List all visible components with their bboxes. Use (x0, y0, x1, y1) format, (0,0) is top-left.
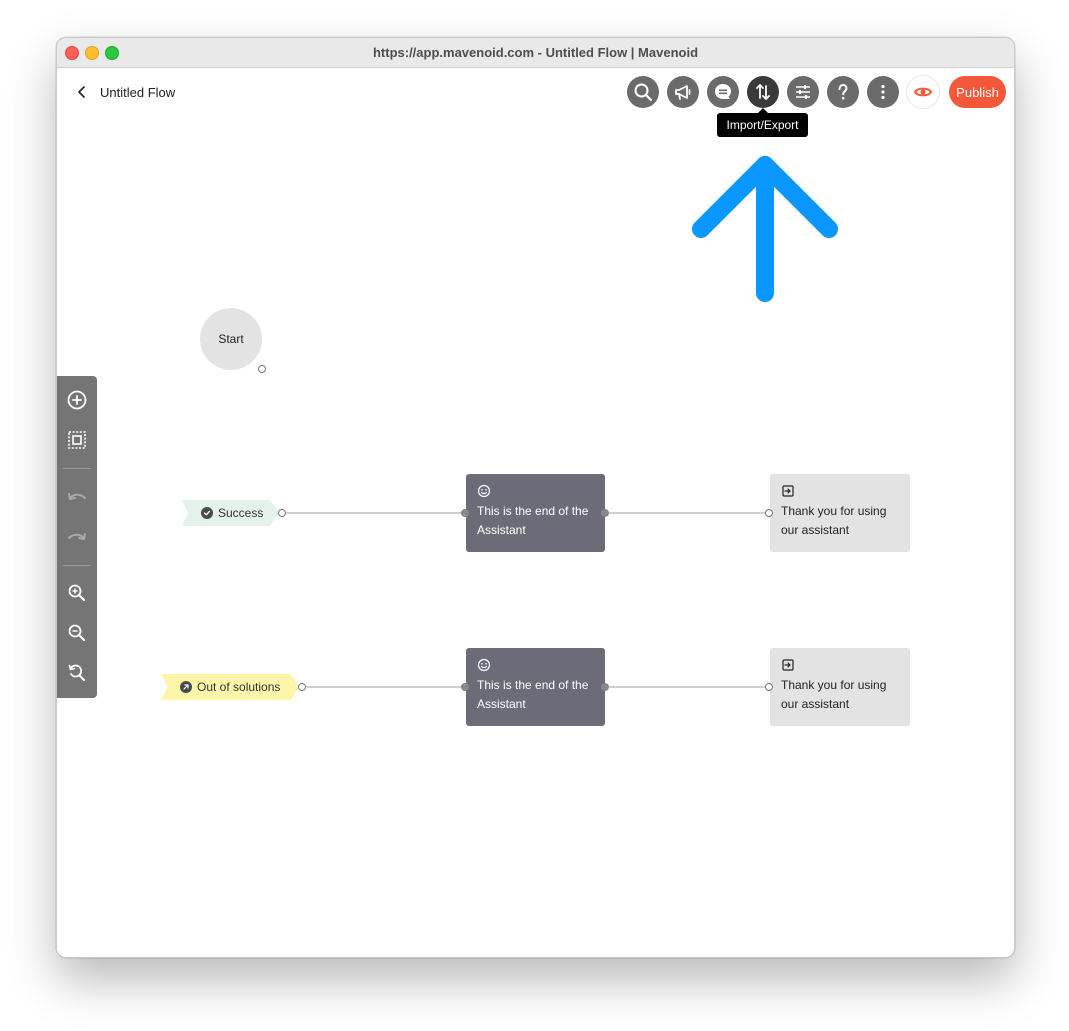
connection-edge (286, 512, 466, 514)
megaphone-icon (675, 85, 691, 100)
end-node-output-port[interactable] (601, 509, 609, 517)
select-area-icon (68, 431, 86, 449)
preview-button[interactable] (907, 76, 939, 108)
annotation-arrow-up-icon (692, 156, 838, 302)
arrows-up-down-icon (756, 84, 770, 100)
outcome-output-port[interactable] (298, 683, 306, 691)
end-node[interactable]: This is the end of the Assistant (466, 648, 605, 726)
end-node[interactable]: This is the end of the Assistant (466, 474, 605, 552)
start-output-port[interactable] (258, 365, 266, 373)
zoom-out-icon (68, 624, 85, 641)
announcement-button[interactable] (667, 76, 699, 108)
outcome-out-of-solutions-node[interactable]: Out of solutions (161, 674, 299, 700)
exit-icon (781, 658, 899, 674)
maximize-window-button[interactable] (105, 46, 119, 60)
flow-title: Untitled Flow (100, 85, 176, 100)
chat-button[interactable] (707, 76, 739, 108)
outcome-label: Success (218, 506, 264, 520)
message-node[interactable]: Thank you for using our assistant (770, 474, 910, 552)
end-node-input-port[interactable] (461, 683, 469, 691)
close-window-button[interactable] (65, 46, 79, 60)
end-node-input-port[interactable] (461, 509, 469, 517)
help-button[interactable] (827, 76, 859, 108)
window-title: https://app.mavenoid.com - Untitled Flow… (372, 45, 699, 60)
smiley-icon (477, 658, 594, 674)
add-node-button[interactable] (65, 388, 89, 412)
redo-icon (68, 533, 86, 540)
question-icon (838, 83, 848, 100)
message-node-input-port[interactable] (765, 509, 773, 517)
import-export-tooltip: Import/Export (717, 108, 808, 137)
connection-edge (609, 686, 767, 688)
toolbar-divider (63, 565, 91, 566)
back-button[interactable] (75, 84, 89, 100)
search-icon (634, 83, 653, 102)
message-node[interactable]: Thank you for using our assistant (770, 648, 910, 726)
undo-icon (68, 493, 86, 500)
zoom-reset-icon (68, 664, 85, 681)
end-node-output-port[interactable] (601, 683, 609, 691)
smiley-icon (477, 484, 594, 500)
app-content: Untitled Flow Publish Import/Export (57, 68, 1014, 957)
settings-button[interactable] (787, 76, 819, 108)
connection-edge (306, 686, 466, 688)
sliders-icon (796, 85, 810, 99)
title-bar: https://app.mavenoid.com - Untitled Flow… (57, 38, 1014, 68)
outcome-label: Out of solutions (197, 680, 281, 694)
search-button[interactable] (627, 76, 659, 108)
end-node-text: This is the end of the Assistant (477, 678, 589, 711)
import-export-button[interactable] (747, 76, 779, 108)
message-node-input-port[interactable] (765, 683, 773, 691)
chat-bubble-icon (715, 84, 731, 99)
dots-vertical-icon (881, 84, 885, 100)
toolbar-divider (63, 468, 91, 469)
browser-window: https://app.mavenoid.com - Untitled Flow… (56, 37, 1015, 958)
end-node-text: This is the end of the Assistant (477, 504, 589, 537)
connection-edge (609, 512, 767, 514)
more-button[interactable] (867, 76, 899, 108)
zoom-out-button[interactable] (65, 621, 89, 645)
chevron-left-icon (78, 86, 85, 98)
plus-circle-icon (67, 390, 87, 410)
exit-icon (781, 484, 899, 500)
eye-icon (913, 87, 933, 97)
outcome-success-node[interactable]: Success (182, 500, 279, 526)
outcome-output-port[interactable] (278, 509, 286, 517)
redo-button[interactable] (65, 525, 89, 549)
zoom-reset-button[interactable] (65, 661, 89, 685)
message-node-text: Thank you for using our assistant (781, 678, 887, 711)
zoom-in-icon (68, 584, 85, 601)
publish-button[interactable]: Publish (949, 76, 1006, 108)
start-node[interactable]: Start (200, 308, 262, 370)
select-area-button[interactable] (65, 428, 89, 452)
minimize-window-button[interactable] (85, 46, 99, 60)
arrow-circle-icon (180, 681, 192, 693)
zoom-in-button[interactable] (65, 581, 89, 605)
undo-button[interactable] (65, 485, 89, 509)
check-circle-icon (201, 507, 213, 519)
canvas-toolbar (57, 376, 97, 698)
message-node-text: Thank you for using our assistant (781, 504, 887, 537)
